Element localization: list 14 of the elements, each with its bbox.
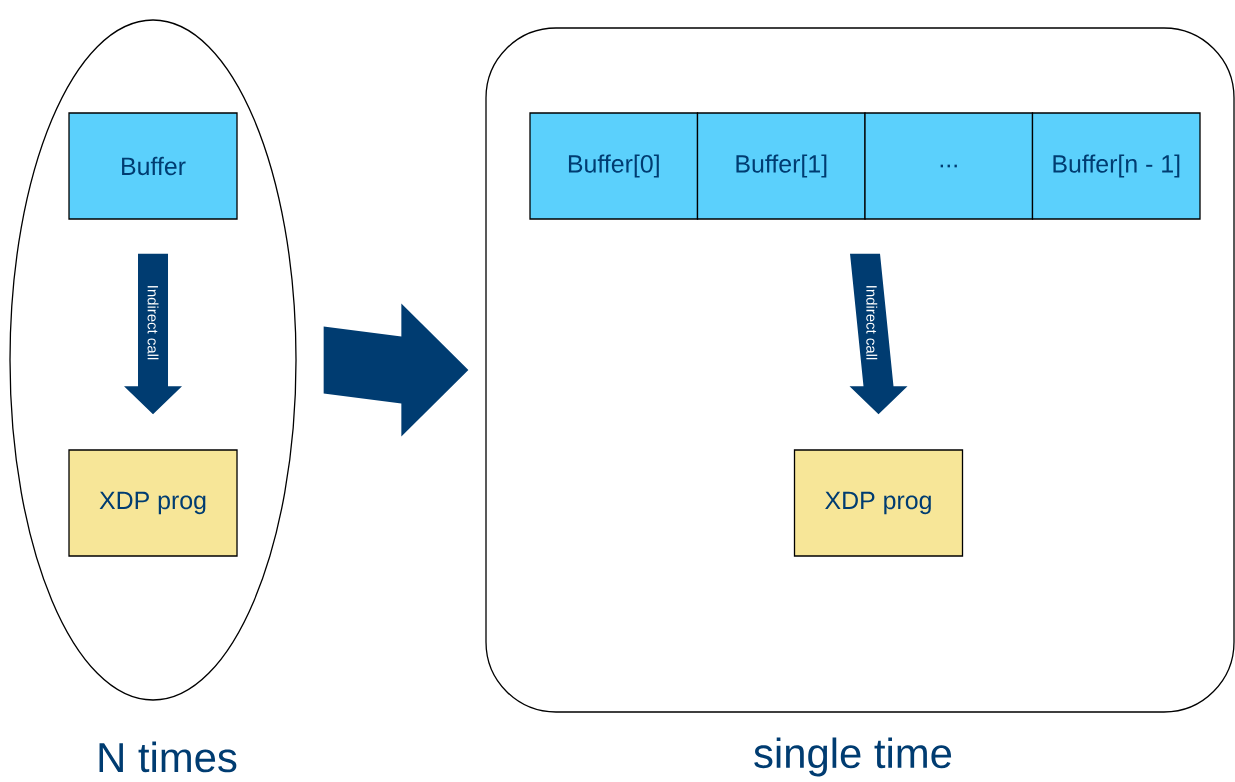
block-arrow [124,253,182,415]
group-caption: single time [754,737,952,777]
block-arrow [849,253,908,415]
program-box: XDP prog [793,449,964,557]
buffer-box: Buffer[n - 1] [1031,112,1201,220]
buffer-box: Buffer[0] [529,112,699,220]
edge-label: Indirect call [147,286,159,360]
block-arrow [323,303,469,437]
group-caption: N times [99,741,237,773]
buffer-box: Buffer[1] [696,112,866,220]
buffer-box: ... [864,112,1034,220]
buffer-box: Buffer [68,112,238,220]
edge-label: Indirect call [866,286,878,360]
program-box: XDP prog [68,449,238,557]
